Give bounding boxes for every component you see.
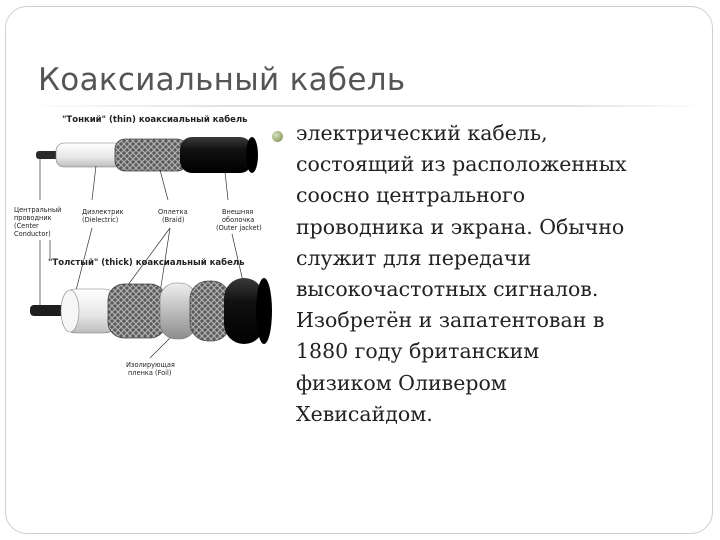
thick-braid-inner <box>107 283 167 339</box>
label-braid-2: (Braid) <box>162 216 184 224</box>
component-labels: Центральный проводник (Center Conductor)… <box>14 206 262 238</box>
bullet-text: электрический кабель, состоящий из распо… <box>296 121 627 426</box>
slide-title: Коаксиальный кабель <box>38 62 406 98</box>
label-dielectric-2: (Dielectric) <box>82 216 118 224</box>
label-jacket-2: оболочка <box>222 216 254 224</box>
thin-leader-lines <box>39 158 229 201</box>
bullet-dot-icon <box>272 131 283 142</box>
thick-jacket <box>224 278 264 344</box>
label-center-conductor-2: проводник <box>14 214 52 222</box>
label-dielectric-1: Диэлектрик <box>82 208 124 216</box>
coaxial-cable-diagram: "Тонкий" (thin) коаксиальный кабель Цент… <box>14 114 272 377</box>
label-braid-1: Оплетка <box>158 208 188 216</box>
bullet-list: электрический кабель, состоящий из распо… <box>272 118 692 430</box>
title-divider <box>24 105 706 107</box>
label-jacket-1: Внешняя <box>222 208 253 216</box>
slide <box>5 6 713 534</box>
thin-braid <box>114 138 188 172</box>
thick-cable-title: "Толстый" (thick) коаксиальный кабель <box>48 257 244 268</box>
label-center-conductor-3: (Center <box>14 222 39 230</box>
thin-dielectric <box>55 142 123 168</box>
label-center-conductor-1: Центральный <box>14 206 61 214</box>
thin-conductor <box>36 151 60 159</box>
label-foil-2: пленка (Foil) <box>128 369 171 377</box>
label-foil-1: Изолирующая <box>126 361 175 369</box>
foil-leader-line <box>149 337 171 359</box>
label-jacket-3: (Outer jacket) <box>216 224 262 232</box>
thick-conductor <box>30 305 70 316</box>
thick-cable <box>30 278 272 344</box>
thin-cable <box>36 137 258 173</box>
thin-jacket <box>180 137 252 173</box>
label-center-conductor-4: Conductor) <box>14 230 51 238</box>
thin-cable-title: "Тонкий" (thin) коаксиальный кабель <box>62 114 248 125</box>
